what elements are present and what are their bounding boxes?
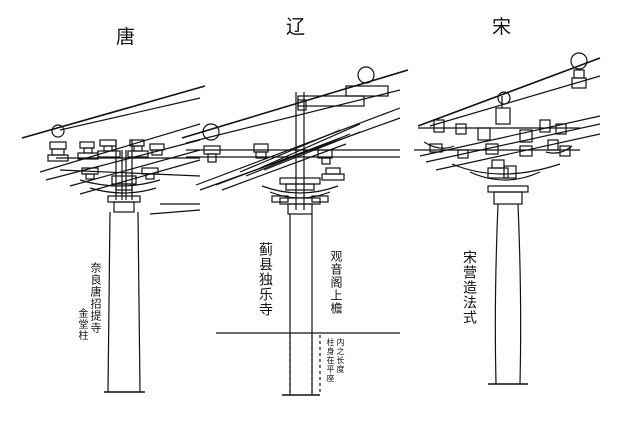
label-liao-building: 蓟县独乐寺 (257, 242, 273, 317)
label-song-source: 宋营造法式 (461, 250, 477, 325)
label-tang-building: 奈良唐招提寺 (89, 262, 102, 334)
title-song: 宋 (492, 16, 512, 38)
title-liao: 辽 (286, 16, 306, 38)
label-liao-note-1: 内之长度 (336, 338, 345, 374)
tang-bracket-diagram (21, 85, 206, 393)
title-tang: 唐 (116, 26, 136, 48)
label-tang-note: 金堂柱 (76, 308, 87, 341)
song-bracket-diagram (414, 52, 601, 385)
liao-bracket-diagram (181, 66, 409, 396)
label-liao-hall: 观音阁上檐 (329, 250, 343, 315)
label-liao-note-2: 柱身在平座 (326, 338, 335, 383)
